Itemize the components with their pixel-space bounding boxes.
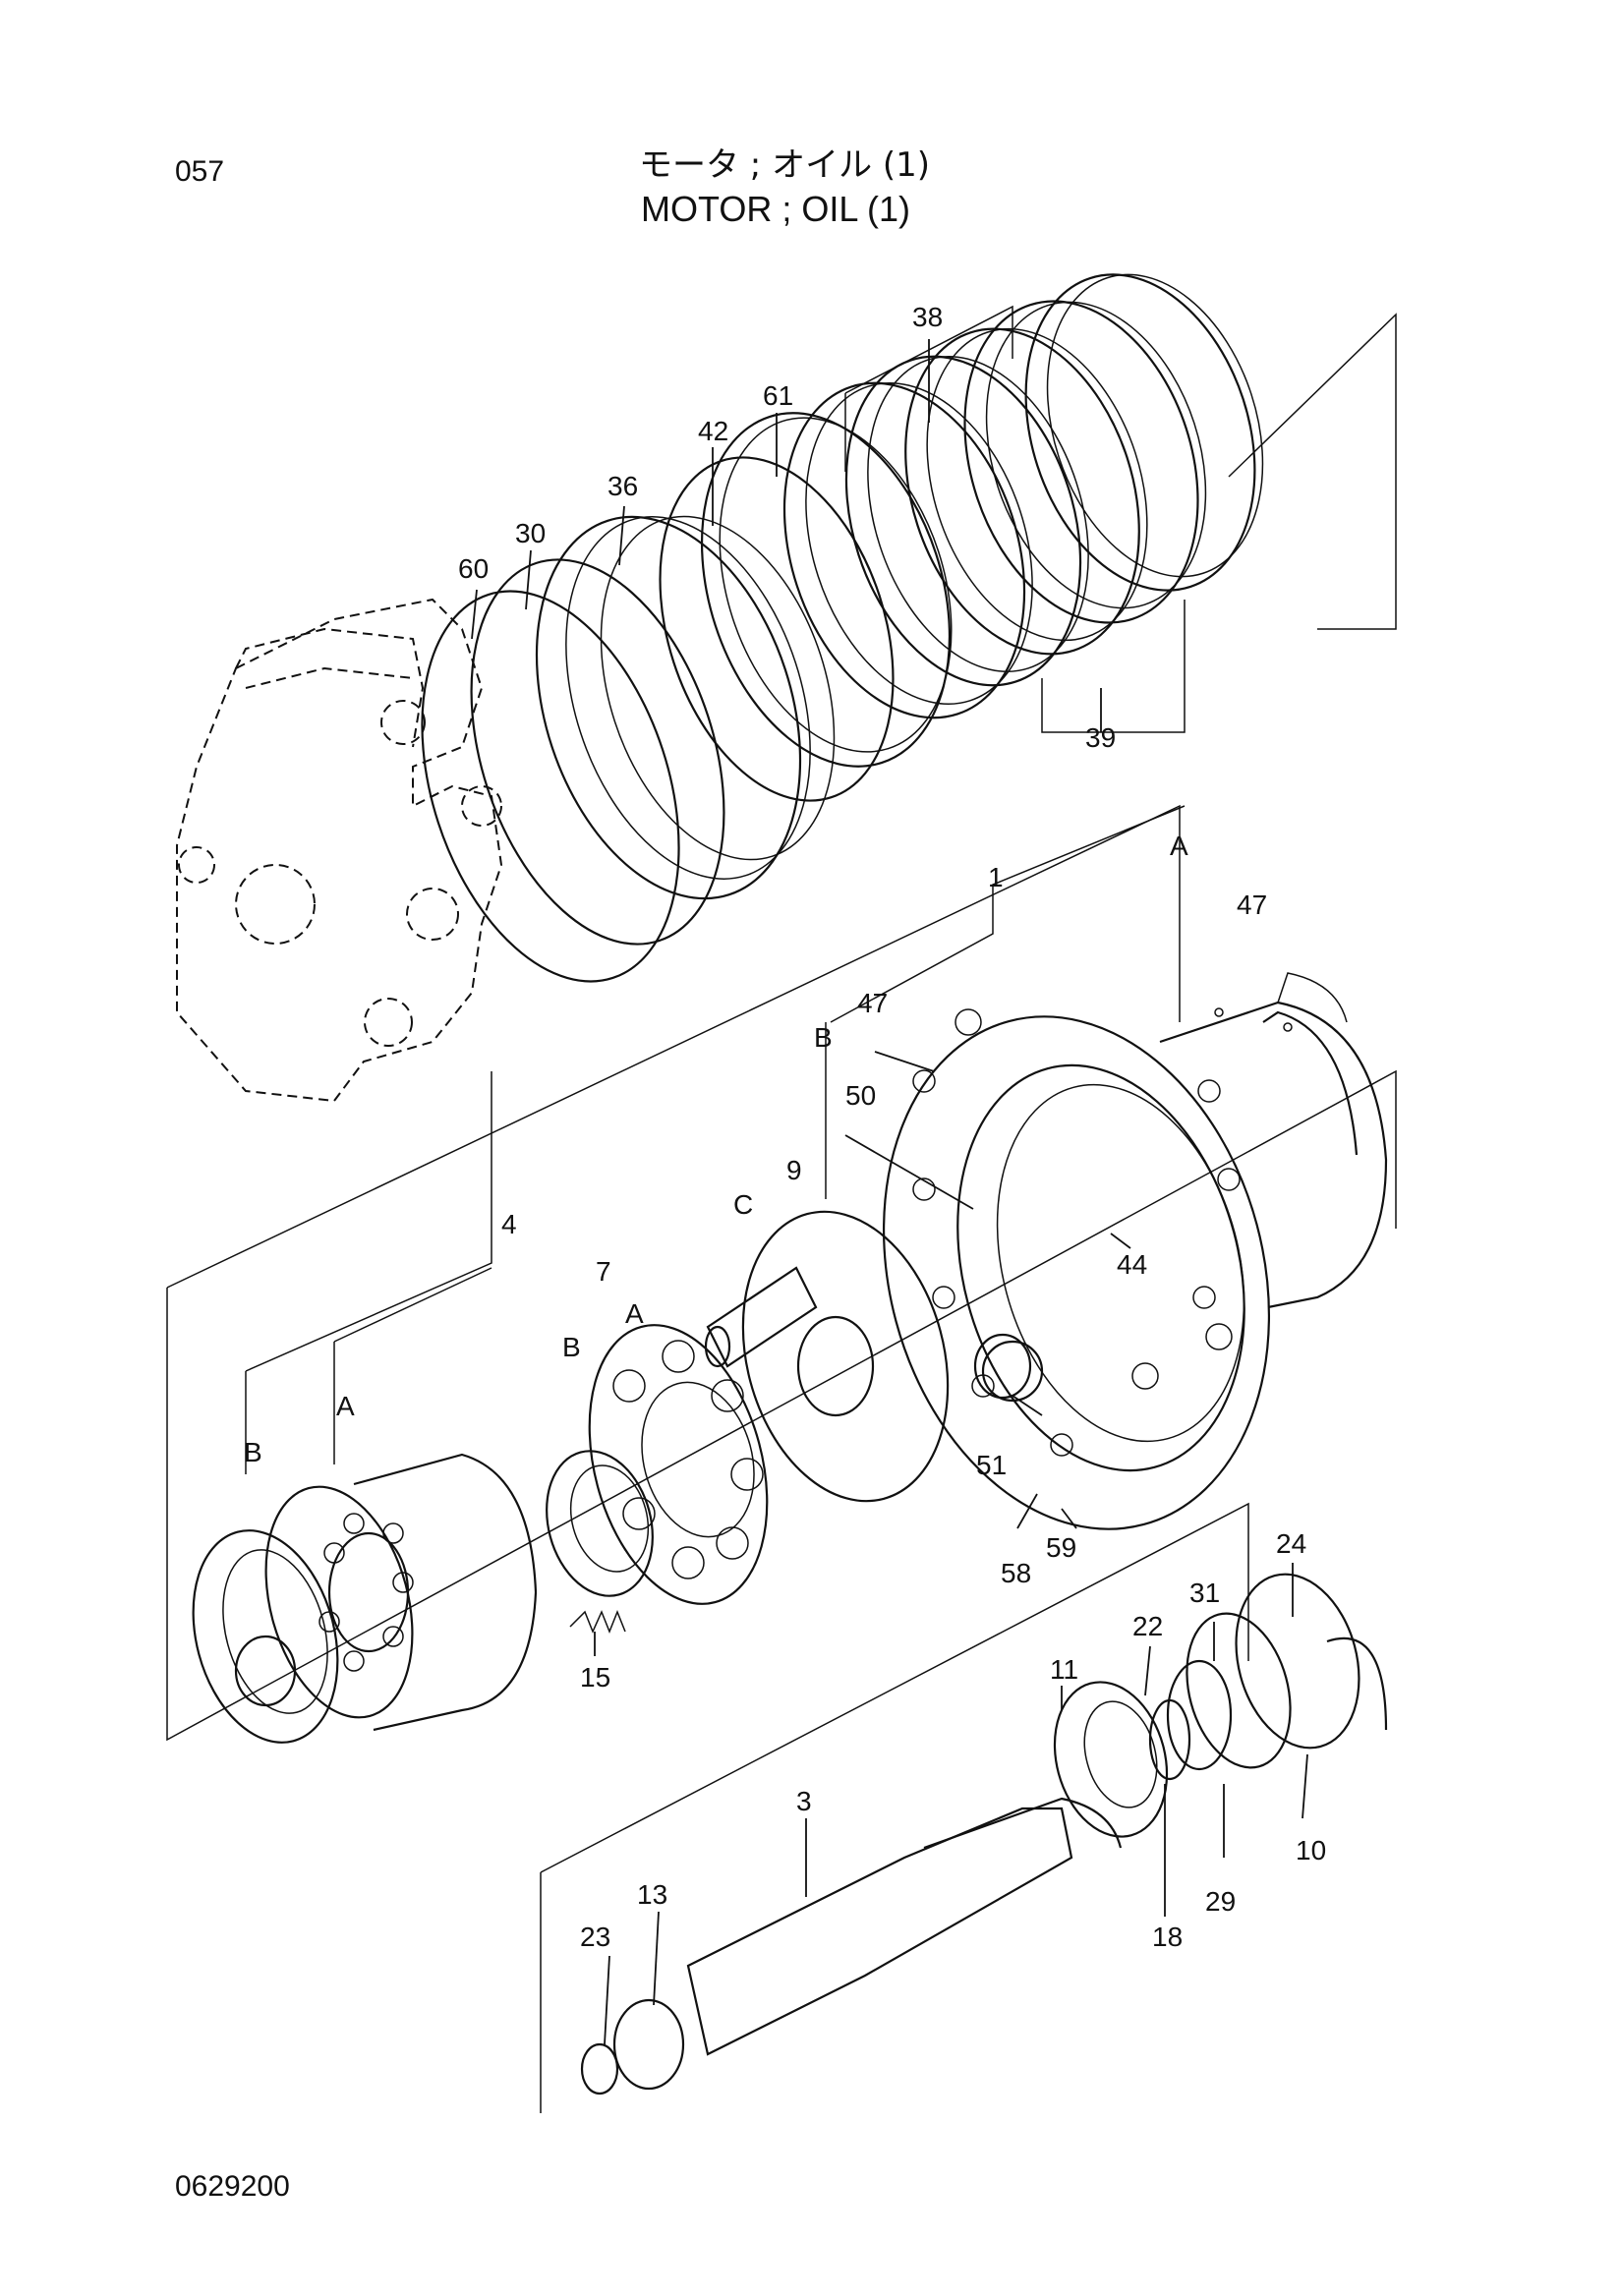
callout-7: 7	[596, 1256, 611, 1287]
page-code: 057	[175, 155, 225, 188]
retainer-plate	[546, 1324, 769, 1605]
ring-stack-top	[421, 273, 1264, 983]
callout-18: 18	[1152, 1922, 1183, 1952]
callout-1: 1	[988, 862, 1004, 892]
callout-42: 42	[698, 416, 728, 446]
callout-39: 39	[1085, 722, 1116, 753]
callout-10: 10	[1296, 1835, 1326, 1866]
callout-30: 30	[515, 518, 546, 548]
callout-58: 58	[1001, 1558, 1031, 1588]
callout-3: 3	[796, 1786, 812, 1816]
callout-31: 31	[1189, 1578, 1220, 1608]
callout-15: 15	[580, 1662, 610, 1693]
callout-B-casing: B	[814, 1022, 833, 1053]
callout-24: 24	[1276, 1528, 1306, 1559]
callout-C: C	[733, 1189, 753, 1220]
phantom-housing	[176, 598, 503, 1103]
callout-11: 11	[1050, 1654, 1078, 1685]
brake-piston	[704, 1210, 1032, 1503]
callout-13: 13	[637, 1879, 667, 1910]
callout-B-cylinder: B	[244, 1437, 262, 1467]
callout-A-casing: A	[1170, 831, 1188, 861]
cylinder-assembly	[192, 1071, 626, 1744]
callout-60: 60	[458, 553, 489, 584]
title-japanese: モータ ; オイル (1)	[639, 145, 931, 185]
callout-36: 36	[608, 471, 638, 501]
housing-bracket	[166, 804, 1397, 1742]
callout-23: 23	[580, 1922, 610, 1952]
leader-lines	[471, 339, 1308, 2045]
callout-47-top: 47	[1237, 890, 1267, 920]
callout-9: 9	[786, 1155, 802, 1185]
motor-casing	[882, 972, 1388, 1530]
title-english: MOTOR ; OIL (1)	[641, 189, 911, 229]
callout-A-cylinder: A	[336, 1391, 355, 1421]
callout-50: 50	[845, 1080, 876, 1111]
drawing-code: 0629200	[175, 2170, 290, 2203]
callout-22: 22	[1132, 1611, 1163, 1641]
callout-labels: 38 61 42 36 30 60 39 1 A 47 47 B 50 9 C …	[244, 302, 1326, 1952]
callout-B-plate: B	[562, 1332, 581, 1362]
top-group-brackets	[844, 305, 1397, 733]
callout-A-plate: A	[625, 1298, 644, 1329]
callout-44: 44	[1117, 1249, 1147, 1280]
callout-4: 4	[501, 1209, 517, 1239]
callout-38: 38	[912, 302, 943, 332]
callout-61: 61	[763, 380, 793, 411]
callout-29: 29	[1205, 1886, 1236, 1917]
callout-51: 51	[976, 1450, 1007, 1480]
shaft-group	[540, 1502, 1388, 2113]
callout-59: 59	[1046, 1532, 1076, 1563]
callout-47-left: 47	[857, 988, 888, 1018]
